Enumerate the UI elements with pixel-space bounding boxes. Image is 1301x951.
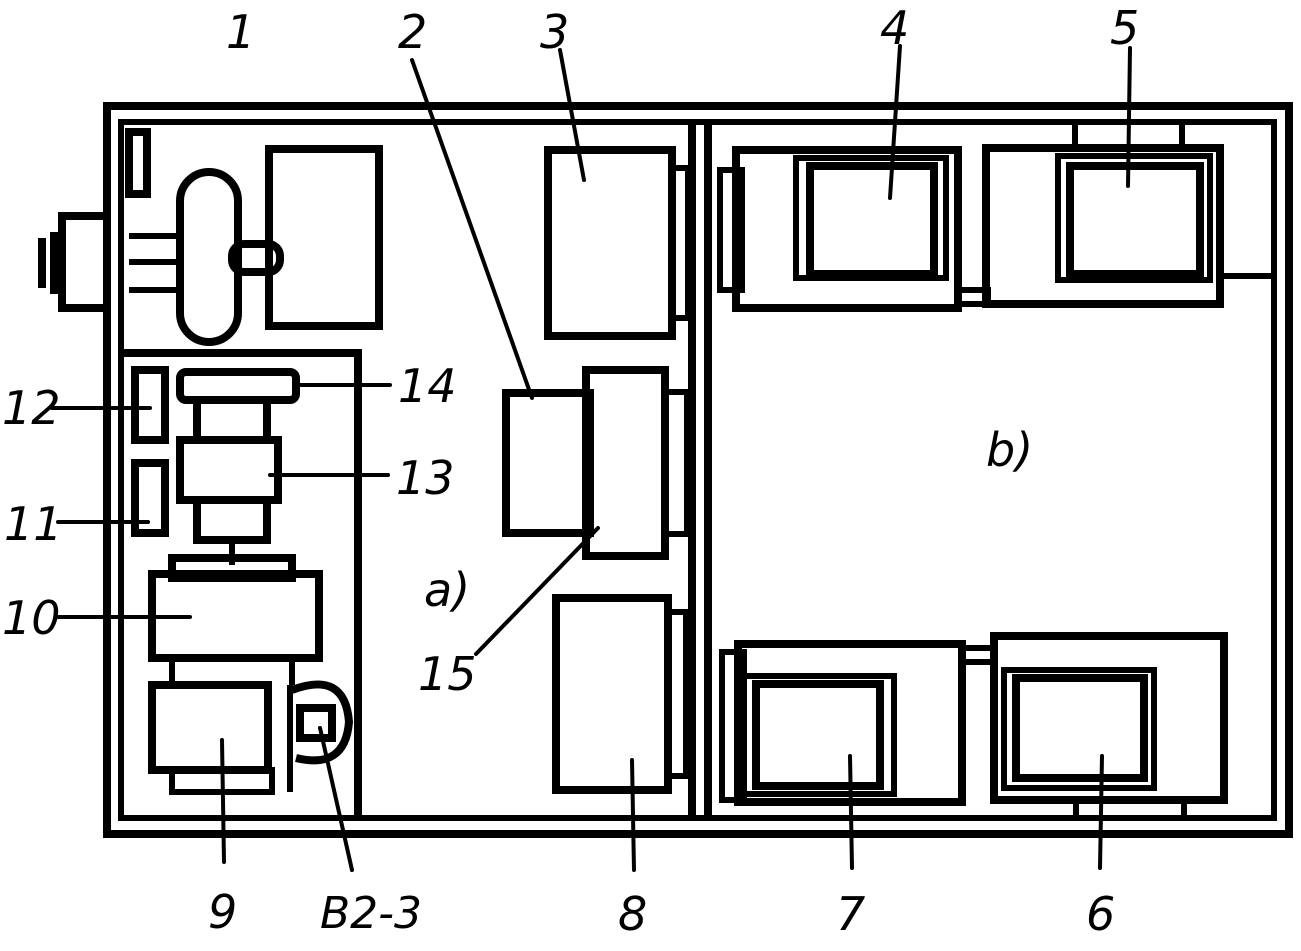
- block-4: [717, 146, 962, 312]
- housing-inner: [118, 119, 1277, 821]
- block-3: [544, 146, 691, 340]
- block-5: [955, 122, 1274, 308]
- label-15: 15: [418, 647, 477, 701]
- block-8: [552, 594, 689, 794]
- block-2-15: [502, 366, 690, 560]
- component-b2-3: [290, 680, 354, 765]
- label-12: 12: [2, 381, 61, 435]
- block-12: [131, 366, 169, 444]
- label-9: 9: [208, 885, 237, 939]
- label-13: 13: [396, 451, 455, 505]
- label-3: 3: [540, 5, 569, 59]
- label-2: 2: [398, 5, 427, 59]
- label-8: 8: [618, 887, 647, 941]
- block-14: [176, 368, 300, 404]
- block-7: [719, 640, 966, 806]
- shaft-coupling: [38, 212, 111, 312]
- section-b-label: b): [986, 423, 1033, 477]
- block-13: [176, 396, 282, 565]
- subcompartment-wall: [121, 349, 362, 818]
- section-a-label: a): [424, 563, 470, 617]
- label-5: 5: [1110, 1, 1139, 55]
- label-14: 14: [398, 359, 457, 413]
- block-6: [959, 632, 1228, 818]
- housing-outer: [103, 102, 1293, 838]
- motor-assembly: [125, 128, 383, 346]
- label-6: 6: [1086, 887, 1115, 941]
- label-11: 11: [4, 497, 63, 551]
- leader-lines: [50, 44, 1132, 872]
- block-10: [148, 554, 323, 685]
- label-b2-3: B2-3: [320, 888, 422, 939]
- label-7: 7: [836, 887, 865, 941]
- block-11: [131, 459, 169, 537]
- label-1: 1: [226, 5, 255, 59]
- label-10: 10: [2, 591, 61, 645]
- label-4: 4: [880, 1, 909, 55]
